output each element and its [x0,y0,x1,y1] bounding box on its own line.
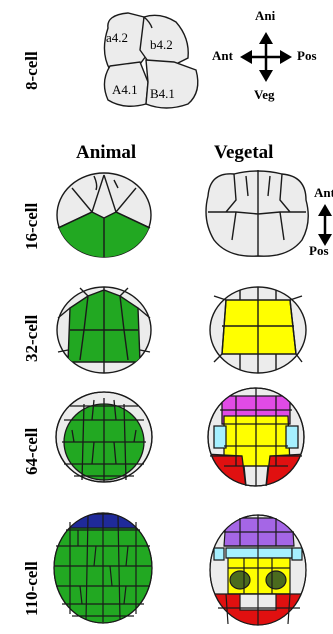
axis-label-posterior: Pos [297,48,317,64]
column-header-vegetal: Vegetal [214,142,273,164]
stage-label-110-cell: 110-cell [22,561,42,616]
embryo-64-cell-vegetal [206,388,306,488]
embryo-110-cell-vegetal [208,515,310,626]
cell-label-b4-2: b4.2 [150,37,173,52]
axis-label-animal: Ani [255,8,275,24]
cell-label-a4-1: A4.1 [112,82,138,97]
cell-label-b4-1: B4.1 [150,86,175,101]
compass-arrows [240,32,292,82]
column-header-animal: Animal [76,142,136,164]
embryo-32-cell-animal [57,287,151,373]
axis-label-vegetal: Veg [254,87,274,103]
side-axis-arrow [318,204,332,246]
cell-label-a4-2: a4.2 [106,30,128,45]
stage-label-32-cell: 32-cell [22,315,42,362]
stage-label-64-cell: 64-cell [22,428,42,475]
embryo-32-cell-vegetal [210,287,306,373]
embryo-64-cell-animal [56,392,152,482]
stage-label-16-cell: 16-cell [22,203,42,250]
side-axis-label-anterior: Ant [314,185,333,201]
embryo-110-cell-animal [54,513,152,623]
embryo-16-cell-vegetal [206,170,308,256]
axis-label-anterior: Ant [212,48,233,64]
stage-label-8-cell: 8-cell [22,51,42,90]
side-axis-label-posterior: Pos [309,243,329,259]
embryo-16-cell-animal [57,173,151,262]
